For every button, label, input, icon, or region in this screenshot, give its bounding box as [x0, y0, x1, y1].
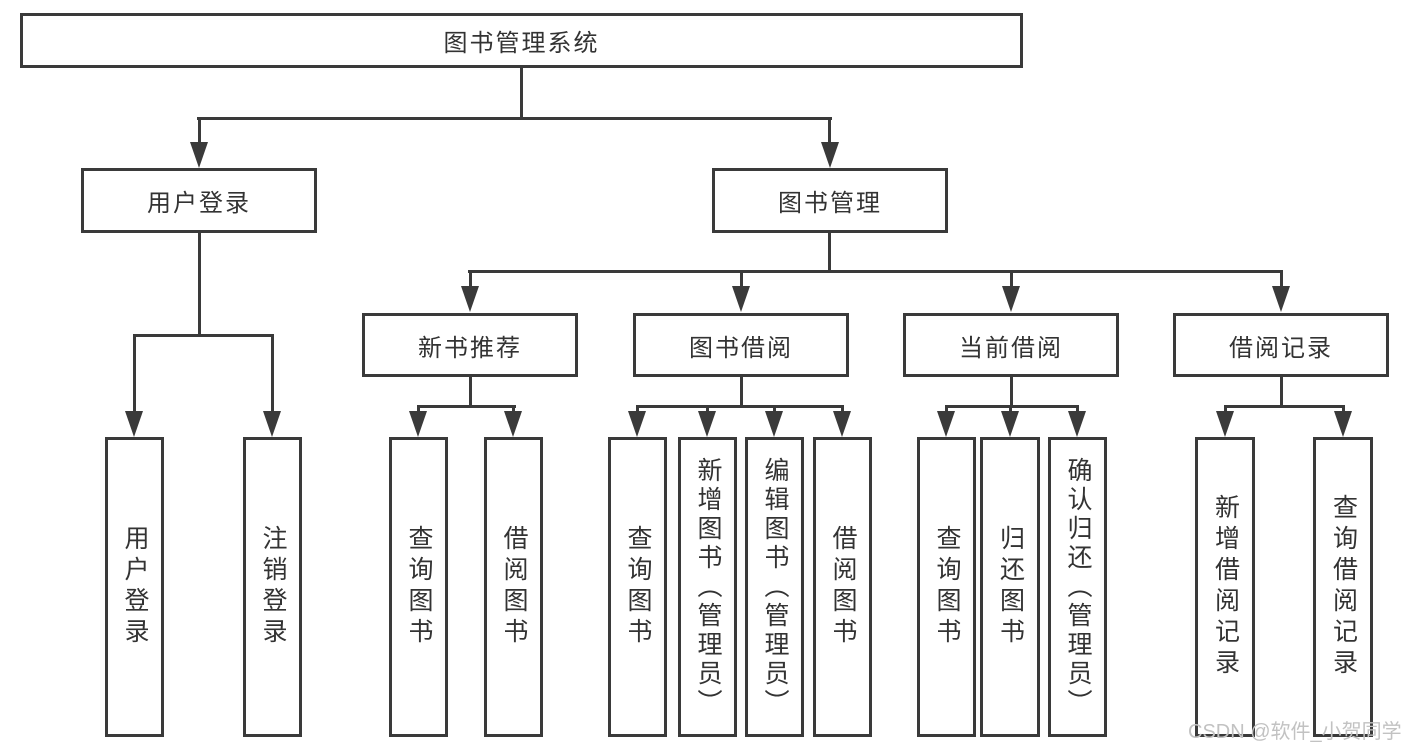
node-user-login: 用户登录 — [81, 168, 317, 233]
connector-line — [740, 270, 743, 288]
connector-line — [271, 334, 274, 414]
connector-line — [1342, 405, 1345, 415]
arrow-down-icon — [1002, 286, 1020, 312]
node-new-book-recommend: 新书推荐 — [362, 313, 578, 377]
node-user-login-leaf: 用户登录 — [105, 437, 164, 737]
connector-line — [417, 405, 516, 408]
arrow-down-icon — [504, 411, 522, 437]
arrow-down-icon — [263, 411, 281, 437]
connector-line — [1076, 405, 1079, 415]
arrow-down-icon — [1001, 411, 1019, 437]
arrow-down-icon — [732, 286, 750, 312]
node-b-query-books: 查询图书 — [608, 437, 667, 737]
connector-line — [945, 405, 948, 415]
arrow-down-icon — [1334, 411, 1352, 437]
node-logout-leaf: 注销登录 — [243, 437, 302, 737]
connector-line — [841, 405, 844, 415]
node-b-borrow-books: 借阅图书 — [813, 437, 872, 737]
connector-line — [133, 334, 274, 337]
arrow-down-icon — [765, 411, 783, 437]
connector-line — [198, 232, 201, 336]
node-book-management: 图书管理 — [712, 168, 948, 233]
arrow-down-icon — [1216, 411, 1234, 437]
connector-line — [512, 405, 515, 415]
node-c-query-books: 查询图书 — [917, 437, 976, 737]
connector-line — [133, 334, 136, 414]
arrow-down-icon — [821, 142, 839, 168]
connector-line — [198, 117, 201, 145]
connector-line — [469, 377, 472, 407]
arrow-down-icon — [937, 411, 955, 437]
node-library-management-system: 图书管理系统 — [20, 13, 1023, 68]
connector-line — [1224, 405, 1344, 408]
connector-line — [1009, 405, 1012, 415]
connector-line — [520, 68, 523, 119]
node-c-confirm-return-admin: 确认归还（管理员） — [1048, 437, 1107, 737]
node-d-add-borrow-record: 新增借阅记录 — [1195, 437, 1255, 737]
node-c-return-books: 归还图书 — [980, 437, 1040, 737]
arrow-down-icon — [125, 411, 143, 437]
connector-line — [417, 405, 420, 415]
arrow-down-icon — [628, 411, 646, 437]
connector-line — [945, 405, 1079, 408]
connector-line — [706, 405, 709, 415]
node-current-borrow: 当前借阅 — [903, 313, 1119, 377]
connector-line — [740, 377, 743, 407]
arrow-down-icon — [1068, 411, 1086, 437]
connector-line — [1010, 377, 1013, 407]
connector-line — [773, 405, 776, 415]
node-b-add-books-admin: 新增图书（管理员） — [678, 437, 737, 737]
arrow-down-icon — [698, 411, 716, 437]
connector-line — [828, 117, 831, 145]
arrow-down-icon — [190, 142, 208, 168]
connector-line — [828, 233, 831, 272]
connector-line — [1010, 270, 1013, 288]
node-borrow-records: 借阅记录 — [1173, 313, 1389, 377]
node-b-edit-books-admin: 编辑图书（管理员） — [745, 437, 804, 737]
connector-line — [197, 117, 832, 120]
node-a-query-books: 查询图书 — [389, 437, 448, 737]
connector-line — [1280, 270, 1283, 288]
connector-line — [636, 405, 844, 408]
connector-line — [469, 270, 472, 288]
node-d-query-borrow-record: 查询借阅记录 — [1313, 437, 1373, 737]
node-book-borrow: 图书借阅 — [633, 313, 849, 377]
node-a-borrow-books: 借阅图书 — [484, 437, 543, 737]
connector-line — [1224, 405, 1227, 415]
arrow-down-icon — [833, 411, 851, 437]
arrow-down-icon — [1272, 286, 1290, 312]
connector-line — [1280, 377, 1283, 407]
connector-line — [468, 270, 1283, 273]
watermark: CSDN @软件_小贺同学 — [1188, 721, 1402, 743]
connector-line — [636, 405, 639, 415]
arrow-down-icon — [461, 286, 479, 312]
arrow-down-icon — [409, 411, 427, 437]
